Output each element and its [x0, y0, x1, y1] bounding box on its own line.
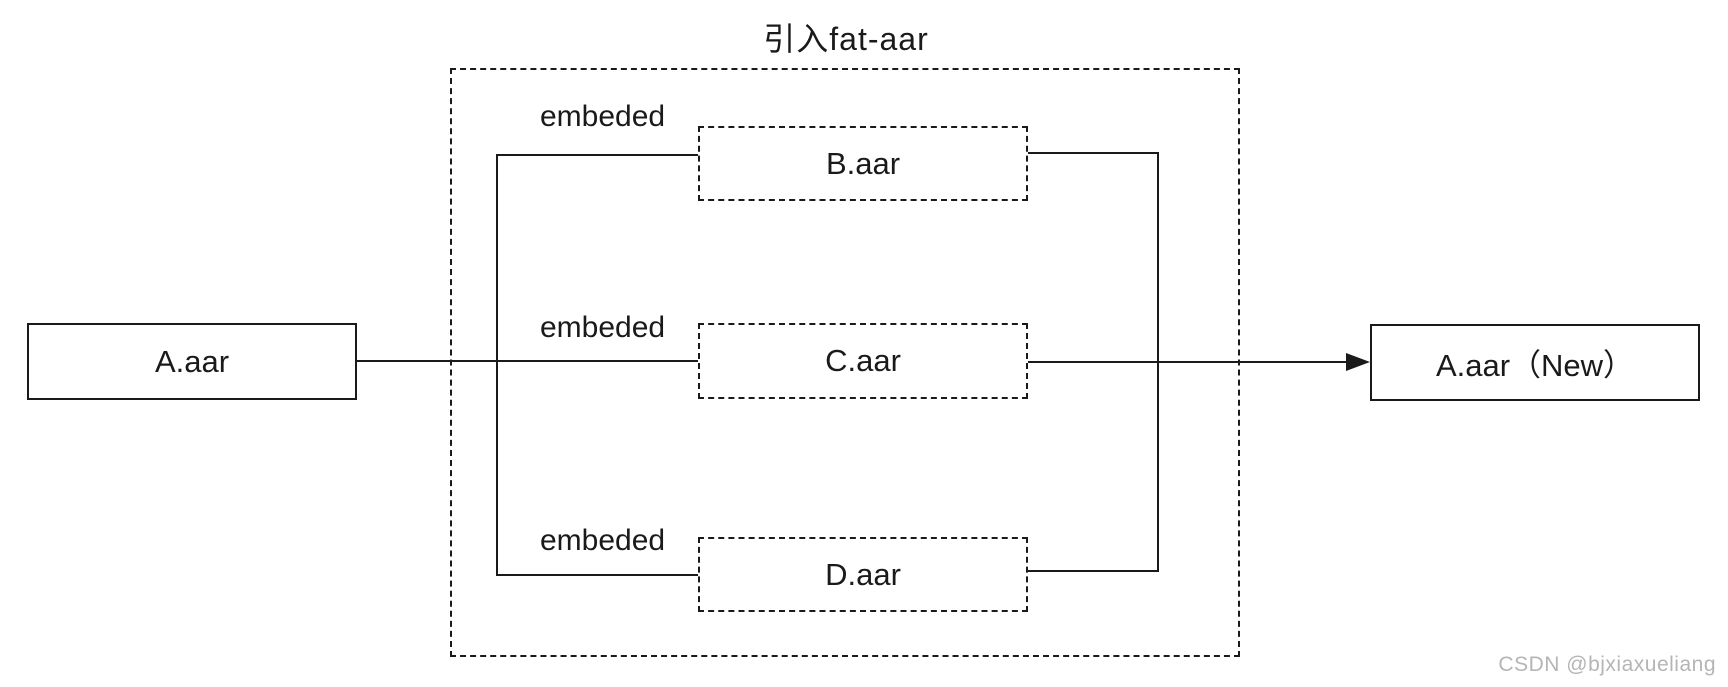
- node-a-aar-label: A.aar: [154, 343, 230, 379]
- embeded-label-d: embeded: [540, 524, 666, 557]
- edge-to-output: [1028, 361, 1350, 363]
- node-b-aar-label: B.aar: [825, 145, 901, 181]
- node-d-aar-label: D.aar: [825, 556, 901, 592]
- node-c-aar-label: C.aar: [825, 343, 901, 378]
- edge-a-to-c: [357, 360, 698, 362]
- node-a-aar-new: A.aar（New）: [1370, 324, 1700, 401]
- edge-d-to-converge: [1028, 570, 1159, 572]
- diagram-title: 引入fat-aar: [763, 21, 929, 57]
- node-b-aar: B.aar: [698, 126, 1028, 201]
- embeded-label-c: embeded: [540, 311, 666, 344]
- embeded-label-b: embeded: [540, 100, 666, 133]
- edge-branch-to-b: [497, 154, 698, 156]
- edge-b-to-converge: [1028, 152, 1159, 154]
- branch-vertical-line: [496, 154, 498, 576]
- edge-branch-to-d: [497, 574, 698, 576]
- csdn-watermark: CSDN @bjxiaxueliang: [1498, 653, 1716, 676]
- arrowhead-icon: [1346, 353, 1370, 371]
- node-a-aar-new-label: A.aar（New）: [1435, 348, 1635, 383]
- node-c-aar: C.aar: [698, 323, 1028, 399]
- node-d-aar: D.aar: [698, 537, 1028, 612]
- node-a-aar: A.aar: [27, 323, 357, 400]
